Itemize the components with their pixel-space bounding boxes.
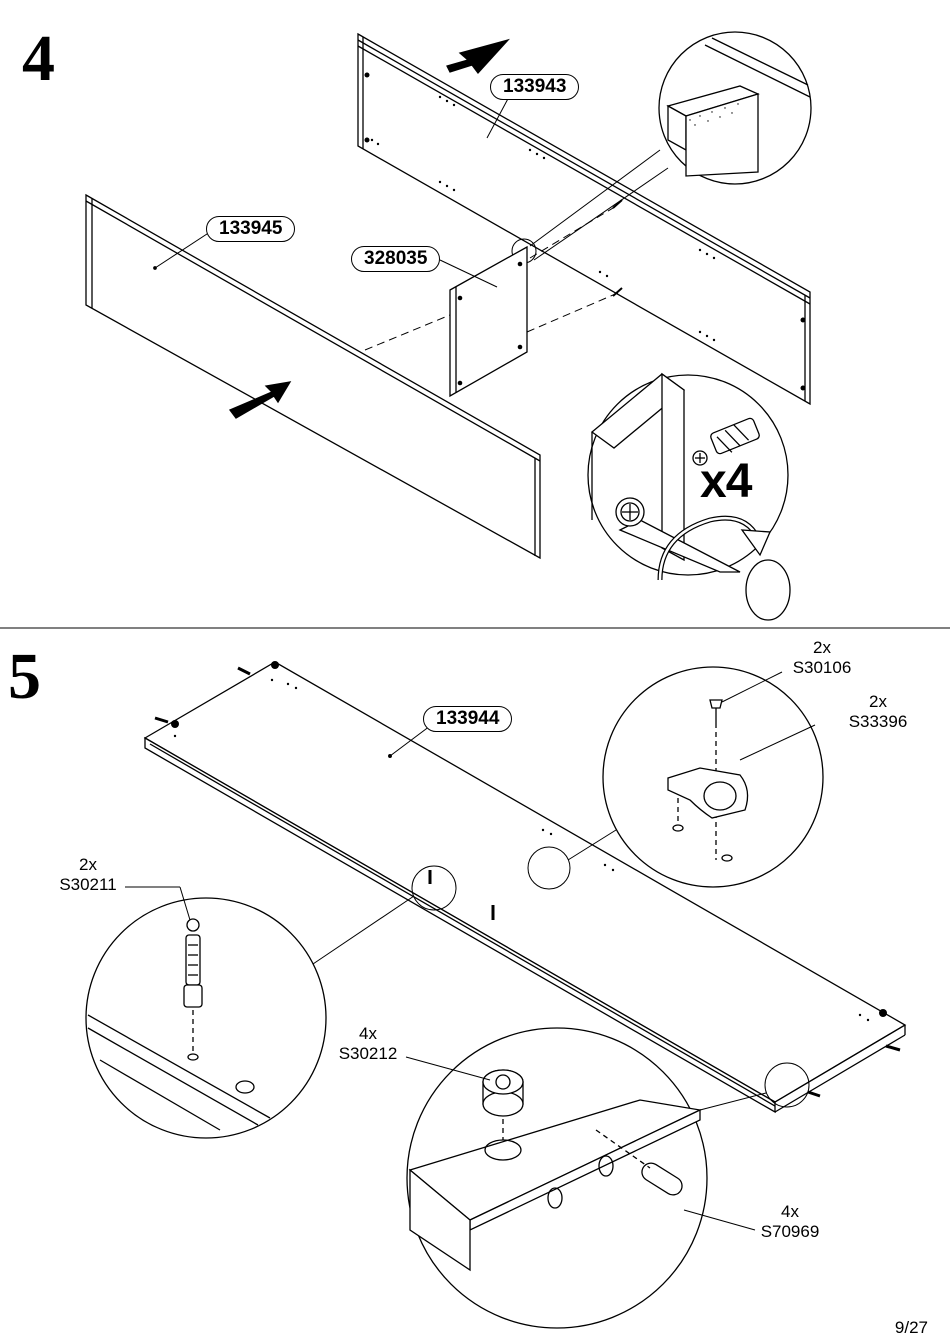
detail-circle-bracket	[602, 666, 824, 888]
part-label-133943: 133943	[490, 74, 580, 100]
hardware-qty: 4x	[781, 1202, 799, 1221]
hardware-code: S30106	[792, 658, 852, 677]
detail-circle-edge	[529, 31, 812, 261]
detail-circle-cam-dowel	[405, 1027, 756, 1329]
hardware-qty: 2x	[869, 692, 887, 711]
step-number-5: 5	[8, 640, 41, 713]
hardware-label-s70969: 4x S70969	[750, 1202, 830, 1242]
hardware-label-s30211: 2x S30211	[48, 855, 128, 895]
hardware-code: S30211	[59, 875, 117, 894]
hardware-code: S70969	[760, 1222, 820, 1241]
step-number-4: 4	[22, 22, 55, 95]
part-label-328035: 328035	[351, 246, 441, 272]
detail-circle-camlock	[587, 372, 791, 621]
hardware-label-s30212: 4x S30212	[328, 1024, 408, 1064]
hardware-code: S30212	[338, 1044, 398, 1063]
page-number: 9/27	[894, 1318, 928, 1337]
front-panel-133945	[85, 193, 541, 560]
top-panel-133944	[143, 661, 907, 1114]
arrow-push-back	[446, 38, 510, 75]
detail-circle-dowel	[85, 886, 327, 1139]
hardware-code: S33396	[848, 712, 908, 731]
hardware-qty: 2x	[79, 855, 97, 874]
arrow-push-front	[228, 381, 292, 419]
hardware-label-s30106: 2x S30106	[782, 638, 862, 678]
divider-panel-328035	[364, 199, 623, 398]
hardware-qty: 4x	[359, 1024, 377, 1043]
hardware-quantity-x4: x4	[700, 455, 752, 508]
hardware-qty: 2x	[813, 638, 831, 657]
back-panel-133943	[357, 32, 811, 406]
part-label-133945: 133945	[206, 216, 296, 242]
part-label-133944: 133944	[423, 706, 513, 732]
hardware-label-s33396: 2x S33396	[838, 692, 918, 732]
